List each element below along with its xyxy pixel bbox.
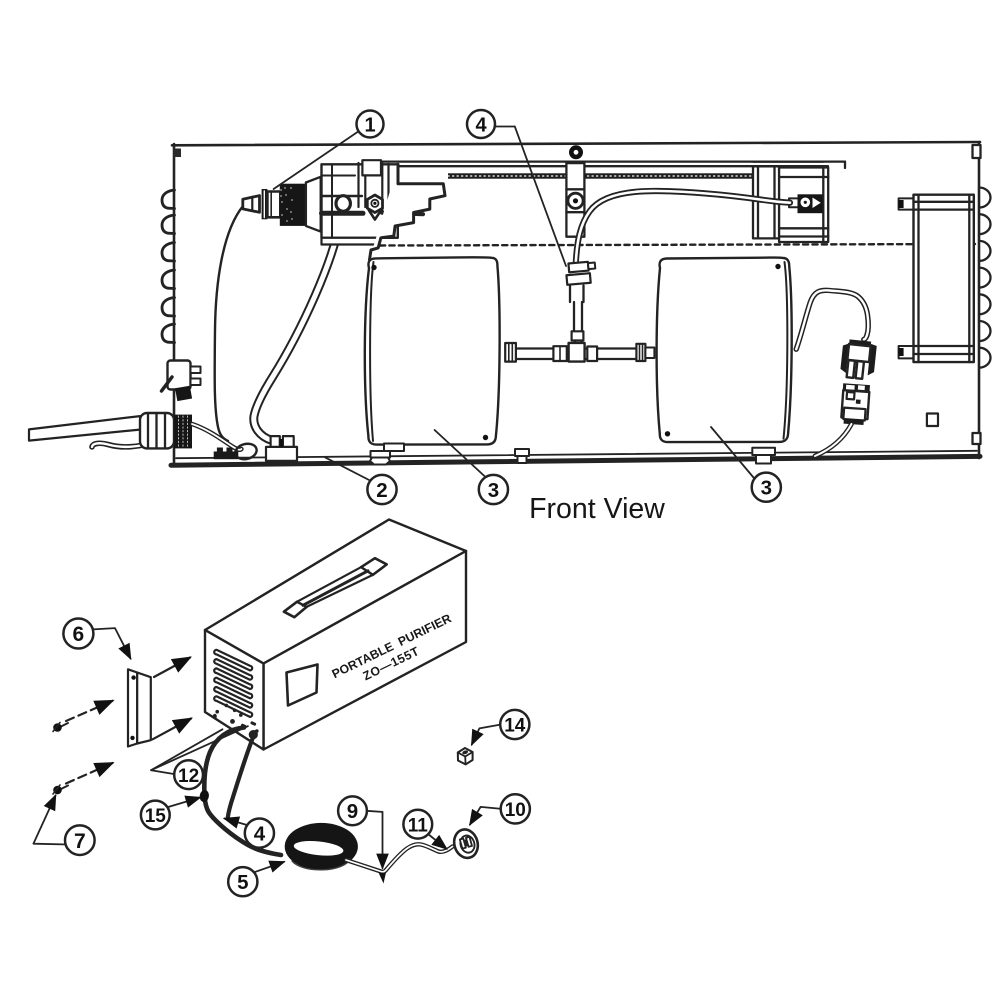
svg-text:9: 9 (347, 800, 358, 823)
svg-text:1: 1 (364, 114, 375, 136)
svg-text:7: 7 (74, 830, 86, 853)
svg-text:4: 4 (254, 823, 266, 846)
svg-text:3: 3 (761, 477, 772, 500)
svg-text:15: 15 (145, 806, 167, 827)
svg-text:14: 14 (504, 716, 526, 737)
svg-text:Front View: Front View (529, 493, 665, 525)
svg-text:3: 3 (488, 479, 499, 502)
svg-text:11: 11 (408, 815, 429, 836)
svg-text:6: 6 (73, 623, 85, 646)
svg-text:2: 2 (376, 479, 387, 502)
svg-text:5: 5 (237, 871, 248, 894)
svg-text:4: 4 (475, 114, 487, 136)
svg-text:12: 12 (178, 766, 199, 787)
svg-text:10: 10 (505, 800, 526, 821)
